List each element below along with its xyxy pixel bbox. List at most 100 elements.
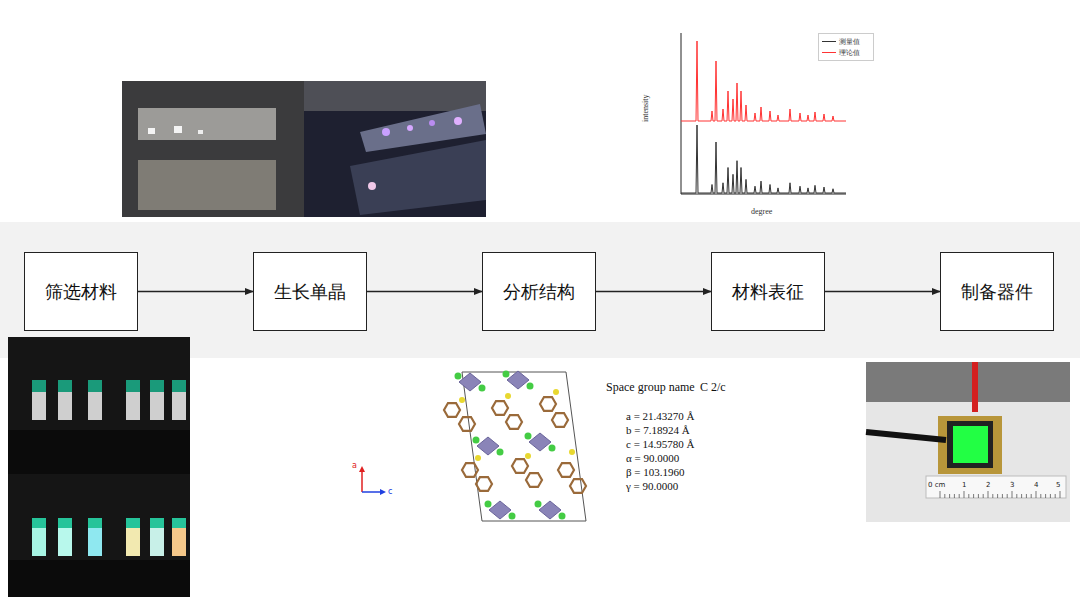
crystal-structure-part (444, 371, 586, 520)
axis-label: c (388, 487, 392, 496)
crystal-structure-part-part (553, 389, 559, 395)
slide-photo-part (174, 126, 182, 133)
device-photo-part (866, 362, 1070, 402)
crystal-structure-part-part (525, 433, 532, 440)
crystal-structure-part (361, 470, 363, 492)
lattice-value: C 2/c (700, 381, 726, 395)
vial-photo-part-part (88, 380, 102, 420)
legend-row: 测量值 (822, 36, 870, 47)
flow-arrow (367, 291, 482, 293)
vial-photo-part-part-part (58, 380, 72, 392)
vial-photo-part-part-part (172, 380, 186, 392)
crystal-structure-part-part (529, 433, 551, 451)
vial-photo-part-part-part (150, 518, 164, 528)
crystal-structure-part-part (503, 371, 510, 378)
device-photo-part-part (992, 494, 993, 498)
xrd-axes-part (681, 125, 846, 193)
device-photo-part (940, 491, 1060, 498)
device-photo-part-part (1040, 494, 1041, 498)
vial-photo-part-part (126, 518, 140, 556)
device-photo-part-part (1021, 494, 1022, 498)
uv-slide-photo-part (429, 120, 435, 126)
crystal-structure-part-part (475, 455, 481, 461)
crystal-structure-part-part (489, 501, 511, 519)
ruler-number: 0 cm (928, 481, 945, 489)
vial-photo-part-part-part (88, 380, 102, 392)
vial-photo-part (8, 560, 190, 597)
process-box: 筛选材料 (24, 252, 138, 331)
crystal-structure-part-part (485, 501, 492, 508)
vial-photo-part-part (88, 518, 102, 556)
slide-photo-part (138, 160, 276, 210)
device-photo-part-part (964, 491, 965, 498)
process-label: 筛选材料 (45, 280, 117, 304)
crystal-structure-part (362, 491, 382, 493)
slide-photo-part (122, 81, 304, 217)
device-photo-part-part (997, 494, 998, 498)
device-photo-part-part (1036, 491, 1037, 498)
vial-photo-part-part-part (88, 518, 102, 528)
vial-photo-part (32, 380, 186, 420)
uv-slide-photo-part (304, 81, 486, 111)
device-photo-part-part (988, 491, 989, 498)
crystal-structure-part-part (459, 397, 465, 403)
device-photo-part (947, 421, 993, 468)
lattice-value: β = 103.1960 (626, 466, 685, 479)
vial-photo-part-part (32, 380, 46, 420)
vial-photo-part-part-part (150, 524, 164, 556)
crystal-structure-part (359, 466, 365, 472)
vial-photo-part-part (58, 380, 72, 420)
vial-photo-part (32, 518, 186, 556)
device-photo-part-part (954, 494, 955, 498)
crystal-structure (359, 371, 586, 522)
process-box: 分析结构 (482, 252, 596, 331)
vial-photo-part (8, 337, 190, 597)
crystal-structure-part-part (527, 383, 534, 390)
xrd-axes-part (681, 194, 846, 195)
device-photo-part-part (949, 494, 950, 498)
crystal-structure-part-part (477, 437, 499, 455)
axis-label: a (352, 461, 357, 470)
device-photo-part (866, 432, 946, 440)
device-photo-part-part (1016, 494, 1017, 498)
vial-photo-part-part (150, 380, 164, 420)
device-photo-part (866, 362, 1070, 522)
flow-arrow (596, 291, 711, 293)
device-photo-part-part (973, 494, 974, 498)
crystal-structure-part-part (558, 463, 574, 477)
vial-photo-part-part-part (88, 524, 102, 556)
uv-slide-photo-part (304, 81, 486, 217)
vial-photo-part-part (172, 518, 186, 556)
vial-photo-part-part-part (58, 518, 72, 528)
ruler-number: 1 (962, 481, 966, 489)
vial-photo-part-part-part (32, 518, 46, 528)
lattice-value: α = 90.0000 (626, 452, 679, 465)
uv-slide-photo-part (350, 140, 486, 215)
vial-photo-part-part-part (32, 380, 46, 392)
uv-slide-photo-part (368, 182, 376, 190)
device-photo-part-part (1045, 494, 1046, 498)
lattice-label: Space group name (606, 381, 695, 395)
device-photo-part-part (944, 494, 945, 498)
crystal-structure-part-part (492, 401, 508, 415)
process-box: 生长单晶 (253, 252, 367, 331)
crystal-structure-part-part (525, 453, 531, 459)
axis-title: intensity (641, 94, 650, 122)
crystal-structure-part-part (473, 437, 480, 444)
device-photo-part (926, 476, 1066, 498)
crystal-structure-part-part (509, 513, 516, 520)
chart-legend: 测量值理论值 (818, 33, 874, 61)
device-photo-part-part (1060, 491, 1061, 498)
legend-text: 理论值 (839, 48, 860, 58)
crystal-structure-part-part (459, 417, 475, 431)
crystal-structure-part-part (479, 385, 486, 392)
device-photo-part-part (1050, 494, 1051, 498)
vial-photo-part-part-part (172, 524, 186, 556)
crystal-structure-part-part (455, 373, 462, 380)
vial-photo-part-part (172, 380, 186, 420)
slide-photo-part (148, 128, 155, 134)
vial-photo-part-part (126, 380, 140, 420)
flow-arrow (138, 291, 253, 293)
lattice-value: b = 7.18924 Å (626, 424, 690, 437)
